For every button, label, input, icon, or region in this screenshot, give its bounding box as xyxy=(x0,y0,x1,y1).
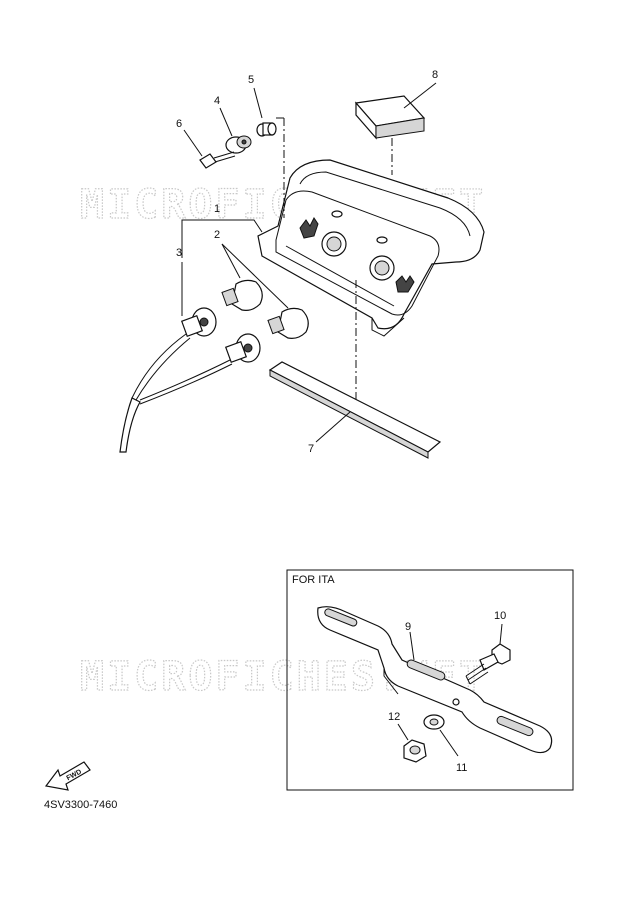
bracket-part-9 xyxy=(317,606,553,754)
collar-part-5 xyxy=(256,122,277,137)
leader-1 xyxy=(181,219,263,258)
callout-3: 3 xyxy=(176,247,182,259)
callout-9: 9 xyxy=(405,621,411,633)
callout-1: 1 xyxy=(214,203,220,215)
callout-4: 4 xyxy=(214,95,220,107)
callout-11: 11 xyxy=(456,762,467,774)
callout-6: 6 xyxy=(176,118,182,130)
callout-5: 5 xyxy=(248,74,254,86)
taillight-housing xyxy=(257,159,485,337)
leader-9 xyxy=(409,631,415,661)
strip-part-7 xyxy=(268,361,442,459)
leader-2b xyxy=(221,243,289,309)
wire-harness xyxy=(119,333,233,453)
leader-8 xyxy=(403,82,437,109)
inset-box: FOR ITA xyxy=(286,569,574,791)
pad-block-part-8 xyxy=(354,95,426,140)
part-code: 4SV3300-7460 xyxy=(44,799,118,811)
leader-6 xyxy=(183,129,203,157)
leader-5 xyxy=(253,87,263,119)
callout-2: 2 xyxy=(214,229,220,241)
socket-lower xyxy=(224,333,261,364)
leader-7 xyxy=(315,411,351,443)
bulb-upper xyxy=(221,279,263,311)
callout-7: 7 xyxy=(308,443,314,455)
socket-upper xyxy=(180,307,217,338)
screw-part-6 xyxy=(199,151,236,169)
bulb-lower xyxy=(267,307,309,339)
leader-11 xyxy=(439,729,459,757)
inset-title: FOR ITA xyxy=(292,574,335,586)
grommet-part-4 xyxy=(225,135,252,154)
callout-8: 8 xyxy=(432,69,438,81)
fwd-arrow-icon: FWD xyxy=(44,761,91,791)
callout-12: 12 xyxy=(388,711,400,723)
washer-part-11 xyxy=(423,714,445,730)
bolt-part-10 xyxy=(465,643,511,685)
leader-12 xyxy=(397,723,409,741)
leader-4 xyxy=(219,107,233,137)
leader-2a xyxy=(221,243,241,279)
nut-part-12 xyxy=(403,739,427,763)
callout-10: 10 xyxy=(494,610,506,622)
leader-10 xyxy=(499,623,503,645)
